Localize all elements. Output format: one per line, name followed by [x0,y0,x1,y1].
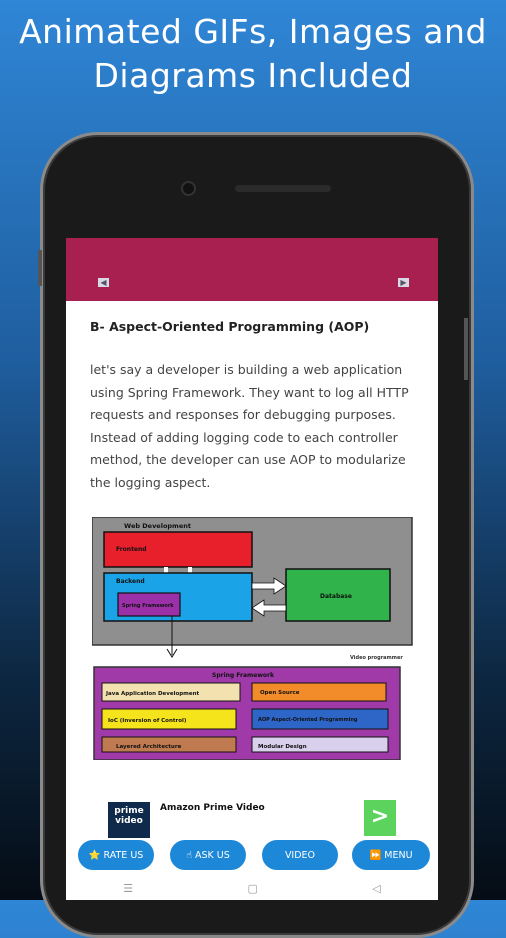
database-label: Database [320,593,352,600]
spring-aop-diagram: Web Development Frontend Backend Spring … [92,517,413,760]
item-aop [251,708,389,730]
spring-framework-small-label: Spring Framework [122,603,174,609]
video-button[interactable]: VIDEO [260,838,340,872]
backend-label: Backend [116,578,145,585]
item-modular [251,736,389,753]
database-box [285,568,391,622]
chevron-right-icon[interactable]: > [364,800,396,836]
app-bar: ◀ ▶ [66,238,438,301]
headline-line-1: Animated GIFs, Images and [19,12,487,51]
item-ioc [101,708,237,730]
camera-icon [181,181,196,196]
connector [164,567,168,573]
rate-us-button[interactable]: ⭐ RATE US [76,838,156,872]
speaker-grille [235,185,331,192]
item-ioc-label: IoC (Inversion of Control) [108,718,187,724]
headline-line-2: Diagrams Included [93,56,413,95]
web-development-label: Web Development [124,522,191,530]
down-arrow-head [166,648,178,658]
section-title: B- Aspect-Oriented Programming (AOP) [90,319,370,334]
item-aop-label: AOP Aspect-Oriented Programming [258,717,358,723]
article-paragraph: let's say a developer is building a web … [90,362,409,490]
ad-title: Amazon Prime Video [160,803,265,813]
prime-video-logo-icon: prime video [108,802,150,838]
item-java-dev [101,682,241,702]
article-content: B- Aspect-Oriented Programming (AOP) let… [66,301,438,841]
home-icon[interactable]: ▢ [247,881,258,895]
back-icon[interactable]: ◁ [372,881,381,895]
item-open-source [251,682,387,702]
ad-logo-text: prime video [114,806,144,826]
connector [188,567,192,573]
arrow-right-icon[interactable]: ▶ [398,278,409,287]
watermark-label: Video programmer [350,655,403,661]
spring-framework-title: Spring Framework [212,672,275,679]
system-navigation-bar: ☰ ▢ ◁ [66,876,438,900]
arrow-right-to-db [251,577,287,595]
frontend-label: Frontend [116,546,147,553]
spring-framework-box [117,592,181,617]
item-java-dev-label: Java Application Development [105,691,200,697]
item-layered [101,736,237,753]
arrow-left-icon[interactable]: ◀ [98,278,109,287]
arrow-left-from-db [251,599,287,617]
phone-side-button [38,250,42,286]
app-screen: ◀ ▶ B- Aspect-Oriented Programming (AOP)… [66,238,438,900]
phone-side-button [464,318,468,380]
ask-us-button[interactable]: ☝ ASK US [168,838,248,872]
item-modular-label: Modular Design [258,744,307,750]
ad-banner[interactable]: prime video Amazon Prime Video > [108,800,398,842]
bottom-button-row: ⭐ RATE US ☝ ASK US VIDEO ⏩ MENU [76,838,432,874]
menu-button[interactable]: ⏩ MENU [350,838,432,872]
item-open-source-label: Open Source [260,690,300,696]
promo-headline: Animated GIFs, Images and Diagrams Inclu… [0,10,506,98]
item-layered-label: Layered Architecture [116,744,182,750]
recents-icon[interactable]: ☰ [123,881,134,895]
frontend-box [103,531,253,568]
